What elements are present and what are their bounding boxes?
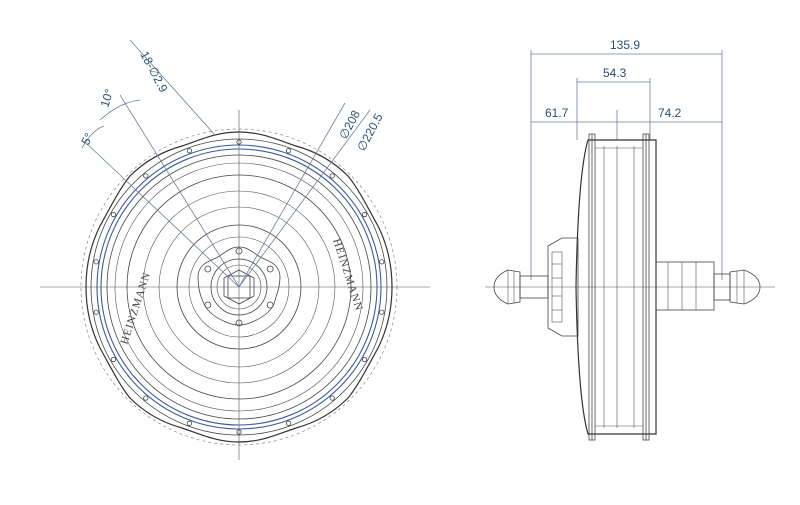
dim-overall-label: 135.9: [610, 38, 640, 52]
flange-inner-ring: [90, 138, 388, 436]
angle-10-ray: [119, 94, 240, 288]
rim-blue-ring-inner: [100, 148, 378, 426]
hub-bore-ring: [210, 258, 268, 316]
side-view: 135.9 54.3 61.7 74.2: [485, 38, 775, 441]
dim-inner-label: 54.3: [603, 66, 627, 80]
dim-right-label: 74.2: [658, 106, 682, 120]
bolt-hole: [93, 259, 99, 265]
bolt-hole: [379, 259, 385, 265]
left-flange: [588, 133, 596, 441]
hub-bore-ring-2: [216, 264, 262, 310]
bolt-hole: [236, 429, 242, 435]
bolt-hole: [379, 309, 385, 315]
dia-208-leader: [238, 102, 346, 288]
hub-hole: [266, 265, 274, 273]
left-bearing-housing: [547, 237, 579, 337]
bearing-ring: [176, 224, 302, 350]
rim-blue-ring-outer: [96, 144, 382, 430]
right-flange: [642, 133, 650, 441]
hub-shell-ring: [106, 154, 372, 420]
hub-hole: [204, 301, 212, 309]
angle-10-arc: [99, 99, 141, 121]
angle-5-ray: [84, 141, 240, 288]
bolt-hole: [236, 139, 242, 145]
bolt-hole: [110, 211, 117, 218]
angle-5-arc: [81, 125, 105, 149]
brand-label-right: HEINZMANN: [330, 237, 365, 313]
outer-flange: [85, 131, 393, 443]
hub-mount-holes: [204, 247, 274, 327]
bolt-hole: [361, 356, 368, 363]
hub-shell-side: [575, 139, 657, 435]
hub-hole: [266, 301, 274, 309]
cover-ring: [126, 174, 352, 400]
right-axle-housing: [655, 261, 715, 311]
bolt-hole: [143, 173, 149, 179]
hub-hole: [235, 247, 243, 255]
dia-220-leader: [238, 109, 371, 288]
bolt-hole: [143, 395, 149, 401]
bolt-hole: [93, 309, 99, 315]
bolt-hole: [186, 420, 193, 426]
hub-hole: [204, 265, 212, 273]
holes-leader: [129, 39, 216, 136]
left-axle-nut: [493, 269, 521, 305]
axle-square: [227, 275, 251, 299]
bolt-hole: [110, 356, 117, 363]
angle-10-label: 10°: [98, 87, 117, 109]
right-axle-nut: [729, 269, 761, 305]
bolt-hole: [329, 173, 335, 179]
front-view: HEINZMANN HEINZMANN 18-∅2.9 10° 5° ∅208 …: [40, 39, 430, 460]
dim-left-label: 61.7: [545, 106, 569, 120]
bolt-hole: [285, 420, 292, 426]
hub-shell-ring-2: [114, 162, 364, 412]
hub-hole: [235, 319, 243, 327]
bolt-hole: [361, 211, 368, 218]
left-bearing-ribs: [551, 251, 563, 323]
bolt-hole: [186, 148, 193, 154]
cover-ring-2: [142, 190, 336, 384]
bearing-ring-2: [188, 236, 290, 338]
cover-ring-3: [158, 206, 320, 368]
brand-label-left: HEINZMANN: [118, 270, 153, 346]
hub-lobed-flange: [197, 246, 281, 326]
bolt-hole-ring: [93, 139, 385, 435]
axle-hex: [223, 269, 255, 305]
holes-dimension-label: 18-∅2.9: [137, 49, 170, 95]
bolt-hole: [329, 395, 335, 401]
outer-dashed-circle: [80, 128, 398, 446]
bolt-hole: [285, 148, 292, 154]
